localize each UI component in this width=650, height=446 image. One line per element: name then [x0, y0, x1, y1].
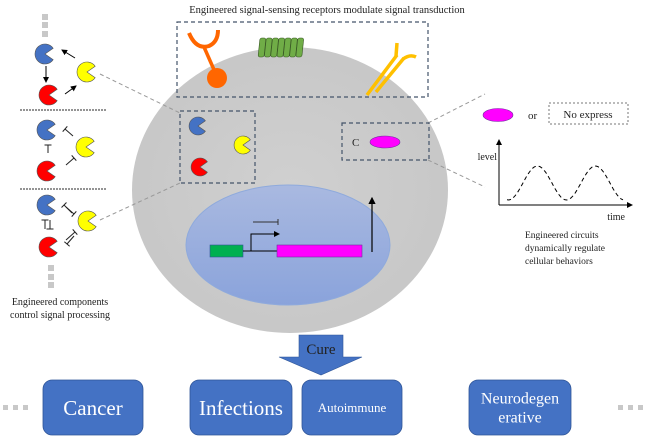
- yellow-component-icon: [76, 61, 96, 83]
- plot-xlabel: time: [607, 212, 625, 223]
- disease-box-cancer: Cancer: [42, 379, 144, 436]
- ellipsis-dots: [3, 405, 643, 410]
- gene-construct: [209, 196, 376, 258]
- cure-label: Cure: [306, 342, 336, 358]
- channel-subunit: [276, 37, 286, 58]
- motif-panels: [20, 14, 107, 288]
- disease-label: Autoimmune: [318, 400, 387, 415]
- disease-box-neurodegenerative: Neurodegen erative: [468, 379, 572, 436]
- protein-expressed-icon: [482, 108, 514, 122]
- no-express-label: No express: [563, 109, 612, 121]
- red-component-icon: [38, 84, 58, 106]
- cure-arrow: Cure: [278, 334, 363, 376]
- guide-line: [427, 159, 486, 188]
- components-caption-line2: control signal processing: [10, 310, 110, 321]
- components-caption-line1: Engineered components: [12, 297, 108, 308]
- ellipsis-dot: [628, 405, 633, 410]
- blue-component-icon: [34, 43, 54, 65]
- activation-arrow: [61, 49, 76, 59]
- dynamics-plot: level time: [478, 139, 633, 223]
- channel-subunit: [295, 37, 304, 58]
- inhibition-bar: [62, 126, 74, 137]
- plot-ylabel: level: [478, 152, 498, 163]
- disease-label: Neurodegen: [481, 391, 559, 408]
- disease-label: Infections: [199, 396, 283, 420]
- motif-panel-activation: [34, 43, 96, 106]
- red-component-icon: [190, 157, 208, 177]
- circuits-caption-line2: dynamically regulate: [525, 244, 605, 254]
- receptors-caption: Engineered signal-sensing receptors modu…: [189, 5, 465, 16]
- circuit-label: C: [352, 137, 359, 149]
- activation-arrow: [64, 85, 77, 95]
- or-label: or: [528, 110, 538, 122]
- blue-component-icon: [36, 119, 56, 141]
- disease-row: Cancer Infections Autoimmune Neurodegen erat…: [42, 379, 572, 436]
- guide-line: [99, 73, 181, 114]
- ellipsis-dot: [42, 31, 48, 37]
- blue-component-icon: [188, 116, 206, 136]
- ellipsis-dot: [48, 265, 54, 271]
- components-box: [179, 110, 256, 184]
- guide-line: [427, 93, 486, 124]
- ellipsis-dot: [48, 274, 54, 280]
- ellipsis-dot: [638, 405, 643, 410]
- cell-components: [188, 116, 251, 177]
- oscillation-curve: [506, 165, 624, 201]
- mutual-inhibition-bar: [65, 206, 77, 217]
- transcription-start-arrow: [250, 231, 280, 251]
- disease-box-infections: Infections: [189, 379, 293, 436]
- yellow-component-icon: [77, 210, 97, 232]
- channel-icon: [257, 37, 304, 58]
- mutual-inhibition-bar: [64, 235, 75, 247]
- channel-subunit: [264, 37, 273, 58]
- blue-component-icon: [36, 194, 56, 216]
- no-express-box: [548, 102, 629, 125]
- ellipsis-dot: [42, 14, 48, 20]
- mutual-inhibition-bar: [41, 219, 49, 229]
- disease-label: erative: [498, 410, 542, 427]
- mutual-inhibition-bar: [65, 229, 78, 241]
- ellipsis-dot: [48, 282, 54, 288]
- motif-panel-repression: [36, 119, 95, 182]
- circuits-caption-line1: Engineered circuits: [525, 231, 599, 241]
- ellipsis-dot: [42, 22, 48, 28]
- yellow-component-icon: [233, 135, 251, 155]
- motif-panel-mutual-repression: [36, 194, 97, 258]
- disease-box-autoimmune: Autoimmune: [301, 379, 403, 436]
- red-component-icon: [36, 160, 56, 182]
- receptors-box: [176, 21, 429, 98]
- ellipsis-dot: [13, 405, 18, 410]
- disease-label: Cancer: [63, 396, 122, 420]
- mutual-inhibition-bar: [46, 220, 54, 230]
- inhibition-bar: [65, 155, 77, 166]
- ellipsis-dot: [618, 405, 623, 410]
- inhibition-bar: [44, 144, 52, 153]
- circuit-box: [341, 122, 430, 161]
- red-component-icon: [38, 236, 58, 258]
- ellipsis-dot: [23, 405, 28, 410]
- guide-line: [99, 182, 181, 221]
- protein-output-icon: [369, 135, 401, 149]
- gene-block: [276, 244, 363, 258]
- yellow-receptor-icon: [365, 42, 417, 97]
- orange-receptor-icon: [187, 29, 227, 88]
- circuits-caption-line3: cellular behaviors: [525, 257, 593, 267]
- yellow-component-icon: [75, 136, 95, 158]
- ellipsis-dot: [3, 405, 8, 410]
- promoter-block: [209, 244, 244, 258]
